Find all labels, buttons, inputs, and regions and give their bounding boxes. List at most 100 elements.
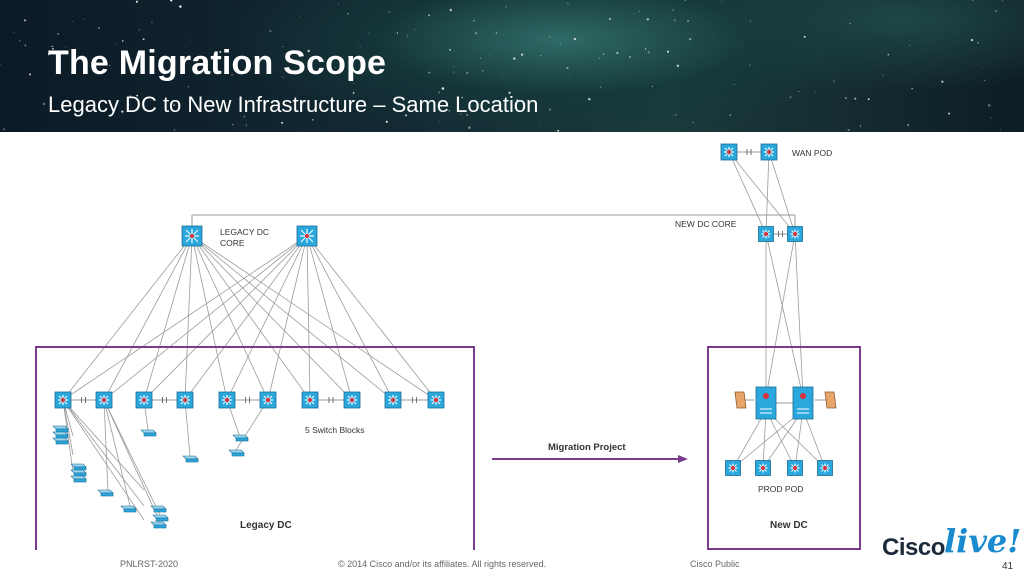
star — [65, 46, 67, 48]
switch-icon — [95, 391, 113, 409]
device-body — [231, 452, 245, 457]
device-core — [391, 398, 395, 402]
star — [941, 80, 944, 83]
access-switch-icon — [97, 489, 114, 497]
star — [136, 94, 139, 97]
link-line — [191, 235, 437, 401]
link-line — [103, 399, 131, 507]
star — [907, 124, 909, 126]
link-line — [765, 409, 796, 469]
device-core — [183, 398, 187, 402]
star — [301, 131, 302, 132]
star — [453, 66, 455, 68]
link-line — [143, 235, 193, 401]
link-line — [765, 409, 826, 469]
star — [187, 86, 189, 88]
star — [845, 97, 847, 99]
link-line — [802, 409, 826, 469]
star — [51, 45, 53, 48]
star — [52, 47, 54, 50]
device-core — [305, 234, 309, 238]
star — [352, 92, 355, 94]
star — [669, 0, 671, 2]
dc-containers — [35, 346, 861, 550]
star — [741, 41, 743, 43]
star — [673, 19, 676, 22]
star — [803, 35, 806, 38]
star — [406, 34, 409, 37]
star — [987, 104, 991, 107]
star — [13, 31, 15, 33]
star — [173, 104, 175, 106]
device-body — [153, 524, 167, 529]
device-body — [153, 508, 167, 513]
access-switch-icon — [52, 431, 69, 439]
link-line — [732, 409, 767, 469]
star — [232, 124, 234, 126]
star — [549, 36, 551, 38]
device-body — [185, 458, 199, 463]
star — [259, 62, 260, 63]
star — [83, 18, 85, 20]
link-line — [191, 235, 311, 401]
legacy-core-switch-icon — [296, 225, 318, 247]
star — [135, 0, 138, 3]
star — [599, 86, 602, 88]
device-top — [150, 505, 167, 510]
star — [809, 17, 810, 19]
star — [121, 110, 124, 113]
star — [129, 95, 132, 98]
device-core — [102, 398, 106, 402]
star — [453, 72, 455, 73]
star — [999, 129, 1002, 131]
star — [970, 38, 974, 42]
migration-project-label: Migration Project — [548, 442, 626, 453]
star — [588, 97, 591, 101]
device-core — [727, 150, 731, 154]
star — [275, 100, 278, 103]
star — [396, 32, 399, 34]
star — [78, 115, 80, 117]
device-top — [182, 455, 199, 460]
star — [269, 30, 272, 33]
device-top — [120, 505, 137, 510]
link-line — [765, 233, 804, 398]
star — [854, 97, 857, 100]
star — [608, 17, 611, 20]
star — [984, 79, 986, 82]
link-line — [103, 399, 161, 523]
slide-title: The Migration Scope — [48, 44, 387, 82]
device-core — [823, 466, 827, 470]
star — [990, 117, 992, 119]
star — [368, 32, 370, 34]
link-line — [191, 235, 394, 401]
device-core — [731, 466, 735, 470]
link-line — [184, 235, 308, 401]
link-line — [732, 409, 804, 469]
star — [272, 125, 274, 127]
star — [428, 14, 430, 17]
star — [172, 4, 174, 6]
prod-pod-switch-icon — [755, 460, 771, 476]
access-switch-icon — [120, 505, 137, 513]
star — [413, 28, 416, 31]
access-switch-icon — [228, 449, 245, 457]
star — [104, 58, 107, 61]
access-switch-icon — [52, 437, 69, 445]
link-line — [306, 235, 437, 401]
device-core — [800, 393, 806, 399]
link-line — [62, 399, 145, 507]
star — [501, 73, 503, 75]
star — [282, 76, 284, 78]
access-switch-icon — [52, 425, 69, 433]
device-top — [97, 489, 114, 494]
star — [867, 98, 870, 100]
device-body — [123, 508, 137, 513]
star — [729, 114, 731, 116]
star — [915, 74, 916, 76]
star — [1002, 0, 1003, 2]
star — [126, 103, 130, 106]
star — [569, 74, 571, 76]
footer-session-id: PNLRST-2020 — [120, 559, 179, 569]
